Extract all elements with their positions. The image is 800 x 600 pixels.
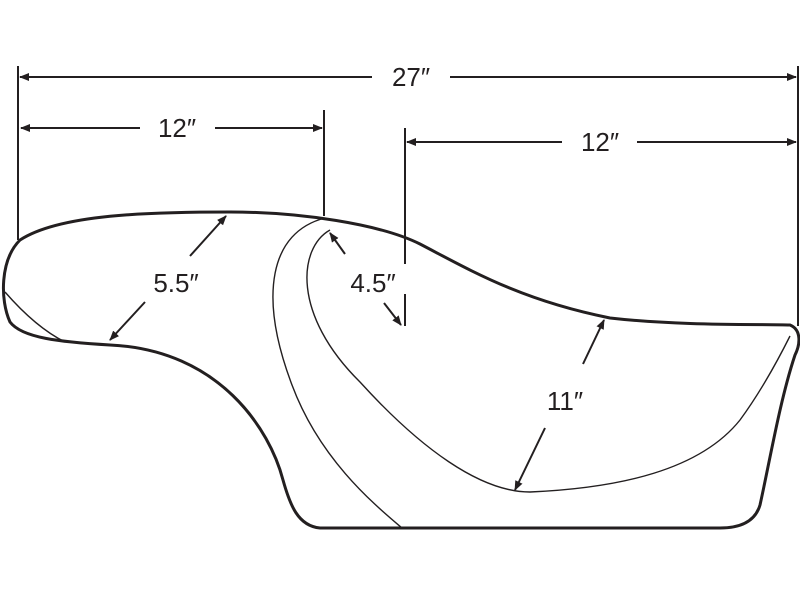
dimension-arrow-rear-width-top [189,215,227,257]
dimension-arrow-rear-width-bottom [109,301,146,341]
label-front-width: 11″ [547,386,583,416]
seat-pocket-seam [306,229,791,493]
label-overall-length: 27″ [392,62,430,92]
label-seat-depth: 4.5″ [350,268,395,298]
label-front-section-length: 12″ [581,127,619,157]
label-rear-section-length: 12″ [158,113,196,143]
dimension-arrow-front-width-top [582,319,605,365]
seat-outline [1,210,800,530]
dimension-arrow-depth-bottom [383,302,402,326]
dimension-arrow-front-width-bottom [514,427,546,491]
label-rear-width: 5.5″ [153,268,198,298]
seat-divider-seam [272,217,403,529]
dimension-arrow-depth-top [329,232,346,255]
seat-side-seam [4,291,66,343]
